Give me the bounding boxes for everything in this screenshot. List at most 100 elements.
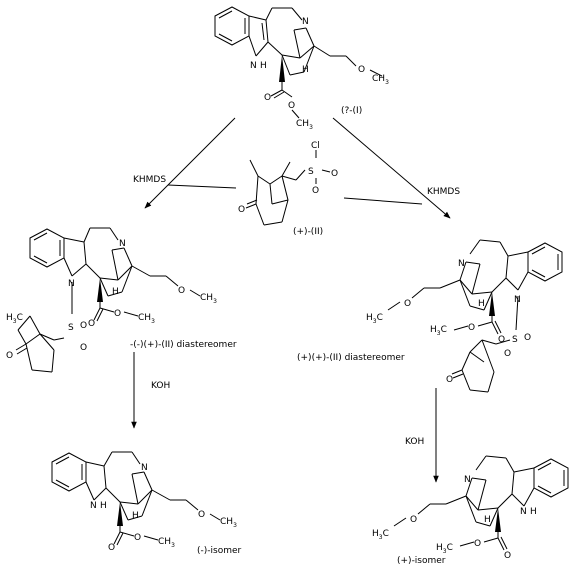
atom-methyl-h3c: H3C	[372, 529, 389, 541]
atom-h: H	[112, 287, 119, 297]
atom-h: H	[484, 515, 491, 525]
compound-label-dia-right: (+)(+)-(II) diastereomer	[297, 353, 405, 363]
atom-o: O	[114, 309, 121, 319]
atom-o: O	[524, 333, 531, 343]
starting-compound: N N H H O O O CH3 CH3 (?-(I)	[214, 6, 389, 131]
atom-n: N	[119, 239, 126, 249]
atom-h: H	[478, 299, 485, 309]
atom-nh: N	[520, 507, 527, 517]
reagent-khmds-left: KHMDS	[133, 175, 166, 185]
diastereomer-left: N N H O O O CH3 CH3 S O O H3C O -(-)(+)-…	[6, 227, 237, 373]
atom-o: O	[312, 186, 319, 196]
methyl-ch-text: CH	[296, 119, 309, 129]
methyl-subscript: 3	[385, 79, 389, 86]
methyl-c-text: C	[377, 313, 383, 323]
atom-o: O	[331, 169, 338, 179]
methyl-ch-text: CH	[138, 313, 151, 323]
methyl-c-text: C	[447, 543, 453, 553]
atom-n: N	[141, 463, 148, 473]
compound-label-dia-left: -(-)(+)-(II) diastereomer	[130, 340, 237, 350]
atom-o: O	[80, 321, 87, 331]
compound-label-prod-right: (+)-isomer	[397, 556, 446, 566]
methyl-c-text: C	[17, 313, 23, 323]
atom-methyl: CH3	[296, 119, 313, 131]
methyl-ch-text: CH	[200, 293, 213, 303]
atom-methyl-h3c: H3C	[430, 325, 447, 337]
methyl-subscript: 3	[233, 522, 237, 529]
product-plus-isomer: N N H H O O O H3C H3C (+)-isomer	[372, 455, 569, 566]
atom-methyl: CH3	[372, 74, 389, 86]
atom-o: O	[358, 65, 365, 75]
atom-methyl: CH3	[200, 293, 217, 305]
reagent-feed-line-right	[343, 197, 423, 205]
methyl-subscript: 3	[13, 318, 17, 325]
compound-label-reagent: (+)-(II)	[293, 227, 323, 237]
atom-s: S	[512, 335, 518, 345]
reagent-khmds-right: KHMDS	[427, 187, 460, 197]
methyl-subscript: 3	[379, 534, 383, 541]
compound-label-prod-left: (-)-isomer	[197, 546, 242, 556]
atom-o: O	[498, 335, 505, 345]
atom-methyl-h3c: H3C	[6, 313, 23, 325]
atom-methyl: CH3	[138, 313, 155, 325]
reaction-arrow-left	[144, 117, 236, 209]
methyl-subscript: 3	[151, 318, 155, 325]
methyl-h-text: H	[372, 529, 379, 539]
methyl-ch-text: CH	[158, 537, 171, 547]
methyl-h-text: H	[436, 543, 443, 553]
atom-n: N	[464, 475, 471, 485]
atom-s: S	[68, 323, 74, 333]
atom-h: H	[132, 511, 139, 521]
reagent-feed-line-left	[167, 184, 237, 189]
atom-o: O	[474, 539, 481, 549]
atom-methyl-h3c: H3C	[366, 313, 383, 325]
atom-h: H	[100, 501, 107, 511]
atom-methyl: CH3	[220, 517, 237, 529]
methyl-c-text: C	[441, 325, 447, 335]
methyl-subscript: 3	[309, 124, 313, 131]
atom-h: H	[260, 61, 267, 71]
product-minus-isomer: N N H H O O O CH3 CH3 (-)-isomer	[51, 451, 242, 556]
methyl-subscript: 3	[373, 318, 377, 325]
atom-o: O	[504, 551, 511, 561]
atom-methyl-h3c: H3C	[436, 543, 453, 555]
diastereomer-right: N N H O O O H3C H3C S O O O (+)(+)-(II) …	[297, 239, 563, 393]
methyl-subscript: 3	[213, 298, 217, 305]
reaction-arrow-right	[332, 117, 451, 219]
atom-o: O	[178, 286, 185, 296]
atom-s: S	[308, 167, 314, 177]
reagent-koh-right: KOH	[405, 437, 424, 447]
atom-n: N	[458, 259, 465, 269]
atom-methyl: CH3	[158, 537, 175, 549]
atom-o: O	[468, 323, 475, 333]
atom-o: O	[108, 543, 115, 553]
atom-h: H	[302, 65, 309, 75]
methyl-ch-text: CH	[372, 74, 385, 84]
atom-o: O	[264, 93, 271, 103]
atom-n: N	[68, 279, 75, 289]
compound-label-start: (?-(I)	[341, 106, 362, 116]
methyl-h-text: H	[6, 313, 13, 323]
atom-o: O	[198, 510, 205, 520]
methyl-ch-text: CH	[220, 517, 233, 527]
atom-o: O	[410, 515, 417, 525]
atom-o: O	[88, 319, 95, 329]
atom-o: O	[80, 343, 87, 353]
methyl-h-text: H	[430, 325, 437, 335]
reagent-koh-left: KOH	[151, 381, 170, 391]
methyl-subscript: 3	[437, 330, 441, 337]
atom-o: O	[238, 205, 245, 215]
methyl-c-text: C	[383, 529, 389, 539]
atom-n: N	[302, 17, 309, 27]
atom-o: O	[134, 533, 141, 543]
atom-nh: N	[250, 61, 257, 71]
methyl-h-text: H	[366, 313, 373, 323]
atom-o: O	[6, 351, 13, 361]
methyl-subscript: 3	[171, 542, 175, 549]
atom-nh: N	[90, 501, 97, 511]
atom-o: O	[404, 299, 411, 309]
reagent-camphorsulfonyl: O S Cl O O (+)-(II)	[238, 141, 338, 237]
atom-h: H	[530, 507, 537, 517]
methyl-subscript: 3	[443, 548, 447, 555]
